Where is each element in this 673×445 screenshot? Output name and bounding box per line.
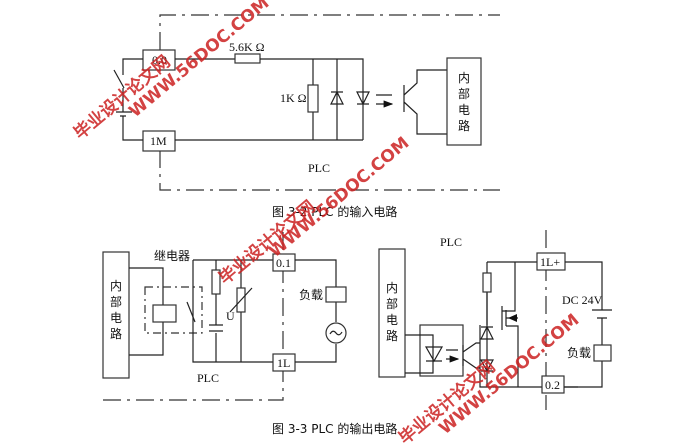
transistor-output-figure: PLC 内 部 电 路 1L+ 0.2 DC 24V 负载	[378, 230, 612, 410]
mosfet-arrow	[508, 314, 517, 322]
internal-circuit-char: 内	[458, 71, 470, 85]
relay-enclosure	[144, 286, 203, 334]
internal-circuit-char: 电	[386, 313, 398, 327]
internal-circuit-char: 内	[110, 279, 122, 293]
plc-label: PLC	[197, 371, 219, 385]
internal-circuit-box	[446, 57, 482, 146]
phototransistor-icon	[462, 342, 480, 369]
terminal-input-box	[142, 49, 176, 71]
varistor-label: U	[226, 309, 235, 323]
internal-circuit-char: 路	[110, 326, 122, 341]
wire	[122, 58, 143, 75]
resistor-series	[234, 53, 261, 64]
terminal-common-label: 1M	[150, 134, 167, 148]
capacitor-icon	[209, 324, 223, 332]
internal-circuit-char: 部	[386, 296, 398, 311]
relay-coil	[152, 304, 177, 323]
internal-circuit-box	[102, 251, 130, 379]
terminal-bottom-label: 0.2	[545, 378, 560, 392]
plc-boundary	[100, 232, 284, 401]
wire	[564, 261, 603, 388]
internal-circuit-char: 电	[110, 311, 122, 325]
diode-icon	[479, 359, 495, 373]
wire	[122, 116, 143, 141]
diode-icon	[330, 59, 344, 140]
plc-label: PLC	[308, 161, 330, 175]
resistor-shunt-label: 1K Ω	[280, 91, 307, 105]
plc-boundary-bottom	[159, 150, 500, 191]
load-label: 负载	[567, 346, 591, 360]
zener-diode-icon	[480, 325, 494, 340]
phototransistor-icon	[403, 69, 447, 135]
terminal-top-box	[272, 253, 296, 272]
input-circuit-figure: 0.0 1M 5.6K Ω 1K Ω 内 部 电 路 PLC 图 3-2	[113, 14, 500, 219]
supply-label: DC 24V	[562, 293, 603, 307]
switch-icon	[113, 69, 125, 89]
internal-circuit-char: 路	[458, 118, 470, 133]
relay-contact-icon	[186, 301, 196, 323]
led-icon	[424, 346, 444, 363]
plc-label: PLC	[440, 235, 462, 249]
load-label: 负载	[299, 288, 323, 302]
terminal-bottom-box	[541, 375, 565, 394]
watermark-url: WWW.56DOC.COM	[265, 133, 413, 262]
terminal-top-label: 0.1	[276, 256, 291, 270]
wire	[405, 334, 434, 374]
figure-caption: 图 3-3 PLC 的输出电路	[272, 421, 397, 436]
internal-circuit-char: 部	[110, 294, 122, 309]
load-box	[593, 344, 612, 362]
terminal-common-box	[142, 130, 176, 152]
internal-circuit-box	[378, 248, 406, 378]
load-box	[325, 286, 347, 303]
relay-label: 继电器	[154, 249, 190, 263]
resistor-series-label: 5.6K Ω	[229, 40, 265, 54]
terminal-bottom-label: 1L	[277, 356, 290, 370]
varistor-slash	[229, 287, 253, 313]
mosfet-icon	[487, 261, 537, 387]
internal-circuit-char: 内	[386, 281, 398, 295]
light-arrows-icon	[446, 349, 458, 359]
terminal-input-label: 0.0	[152, 53, 167, 67]
watermark: 毕业设计论文网 WWW.56DOC.COM 毕业设计论文网 WWW.56DOC.…	[70, 0, 584, 445]
led-icon	[356, 91, 370, 106]
watermark-cn: 毕业设计论文网	[215, 196, 320, 289]
relay-output-figure: 内 部 电 路 继电器 U 0.1 1L 负载 PLC	[100, 232, 347, 401]
internal-circuit-char: 部	[458, 86, 470, 101]
internal-circuit-char: 路	[386, 328, 398, 343]
terminal-top-label: 1L+	[540, 255, 560, 269]
wire	[192, 259, 273, 363]
battery-icon	[592, 309, 612, 319]
wire	[175, 58, 364, 141]
wire	[295, 259, 337, 363]
light-arrows-icon	[376, 94, 392, 104]
resistor-shunt	[307, 84, 319, 113]
gate-resistor	[482, 272, 492, 293]
internal-circuit-char: 电	[458, 103, 470, 117]
figure-caption: 图 3-2 PLC 的输入电路	[272, 204, 397, 219]
ac-wave	[329, 330, 343, 336]
plc-boundary-top	[159, 14, 500, 50]
rc-resistor	[211, 269, 221, 295]
